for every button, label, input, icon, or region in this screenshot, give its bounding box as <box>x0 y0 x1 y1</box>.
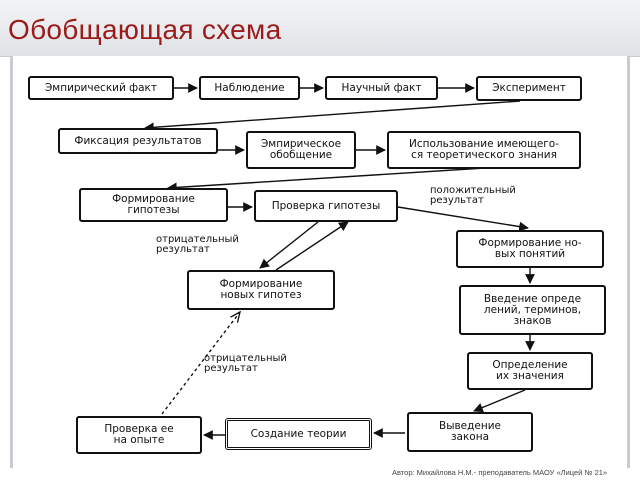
box-observation: Наблюдение <box>199 76 300 100</box>
box-definitions: Введение опреде лений, терминов, знаков <box>459 285 606 335</box>
box-theoretical-knowledge: Использование имеющего- ся теоретическог… <box>387 131 581 169</box>
box-hypothesis-testing: Проверка гипотезы <box>254 190 398 222</box>
title-bar: Обобщающая схема <box>0 0 640 57</box>
box-meaning: Определение их значения <box>467 352 593 390</box>
box-experiment: Эксперимент <box>476 76 582 101</box>
label-positive-result: положительный результат <box>430 185 516 206</box>
arrow-9-10 <box>397 206 529 232</box>
arrow-4-5 <box>144 100 521 133</box>
box-theory-creation: Создание теории <box>225 418 372 450</box>
arrow-7-8 <box>167 167 486 193</box>
box-scientific-fact: Научный факт <box>325 76 438 100</box>
label-negative-result-2: отрицательный результат <box>204 353 287 374</box>
box-law-derivation: Выведение закона <box>407 412 533 452</box>
author-footer: Автор: Михайлова Н.М.- преподаватель МАО… <box>392 468 608 477</box>
arrow-9-11 <box>259 221 319 269</box>
label-negative-result-1: отрицательный результат <box>156 234 239 255</box>
box-empirical-fact: Эмпирический факт <box>28 76 174 100</box>
box-hypothesis-formation: Формирование гипотезы <box>79 188 228 222</box>
slide-title: Обобщающая схема <box>8 14 282 45</box>
arrow-11-9 <box>275 221 349 271</box>
box-new-hypotheses: Формирование новых гипотез <box>187 270 335 310</box>
box-new-concepts: Формирование но- вых понятий <box>456 230 604 268</box>
box-fixing-results: Фиксация результатов <box>58 128 218 154</box>
box-empirical-generalization: Эмпирическое обобщение <box>246 131 356 169</box>
arrow-13-16 <box>473 389 526 413</box>
box-experience-test: Проверка ее на опыте <box>76 416 202 454</box>
